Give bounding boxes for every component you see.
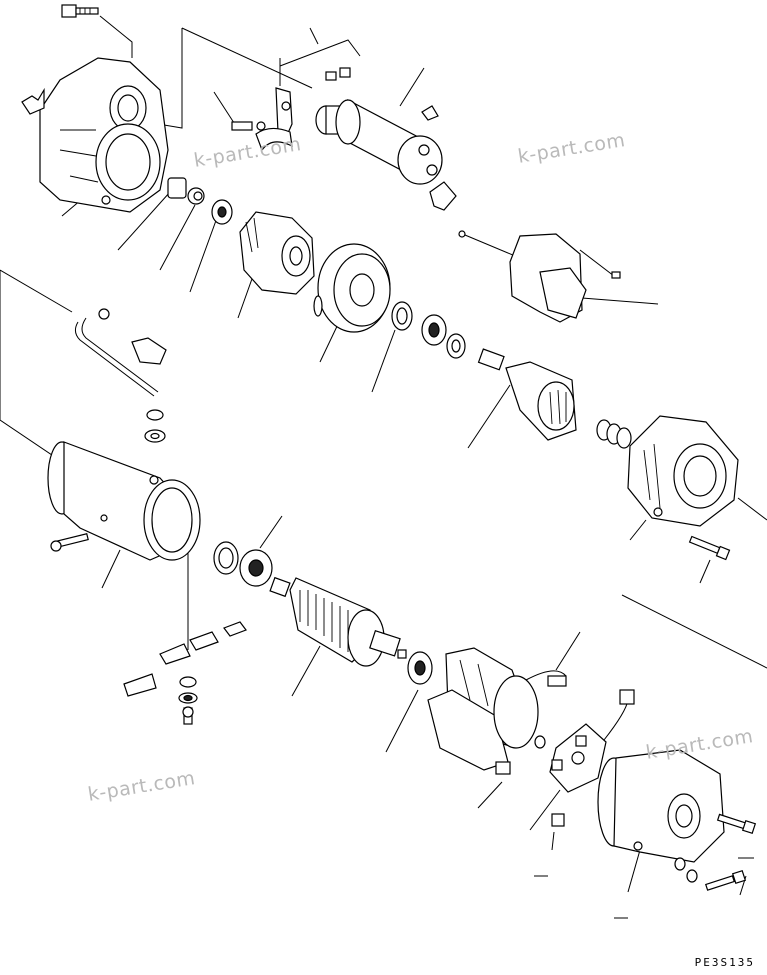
yoke-field-frame (47, 441, 201, 561)
rear-bolts (674, 813, 757, 891)
spring-washers (596, 419, 632, 449)
through-bolt-right (688, 535, 731, 561)
bearing-set-upper (391, 301, 466, 359)
armature (269, 576, 407, 667)
armature-rear-bearing (407, 651, 433, 685)
insulation-plates (123, 621, 247, 697)
drawing-code: PE3S135 (694, 956, 755, 969)
planetary-shaft (477, 348, 577, 441)
bushing-and-rings (167, 177, 233, 225)
gear-case (627, 415, 739, 527)
armature-bearings (213, 541, 273, 587)
battery-lead-wire (74, 308, 167, 443)
screw-yoke (50, 533, 89, 552)
lead-wire-assembly (458, 230, 621, 323)
internal-gear-plate (313, 243, 391, 333)
terminal-screw-set (178, 676, 198, 725)
front-housing (21, 57, 169, 213)
rear-bracket (597, 749, 725, 863)
magnetic-switch (315, 67, 443, 185)
brush-holder-cage (427, 647, 567, 775)
brush-spring-plate (534, 689, 635, 827)
shift-lever (231, 87, 293, 152)
pinion-clutch (239, 211, 315, 295)
terminal-cover (421, 105, 457, 211)
bolt-top-left (61, 4, 99, 18)
